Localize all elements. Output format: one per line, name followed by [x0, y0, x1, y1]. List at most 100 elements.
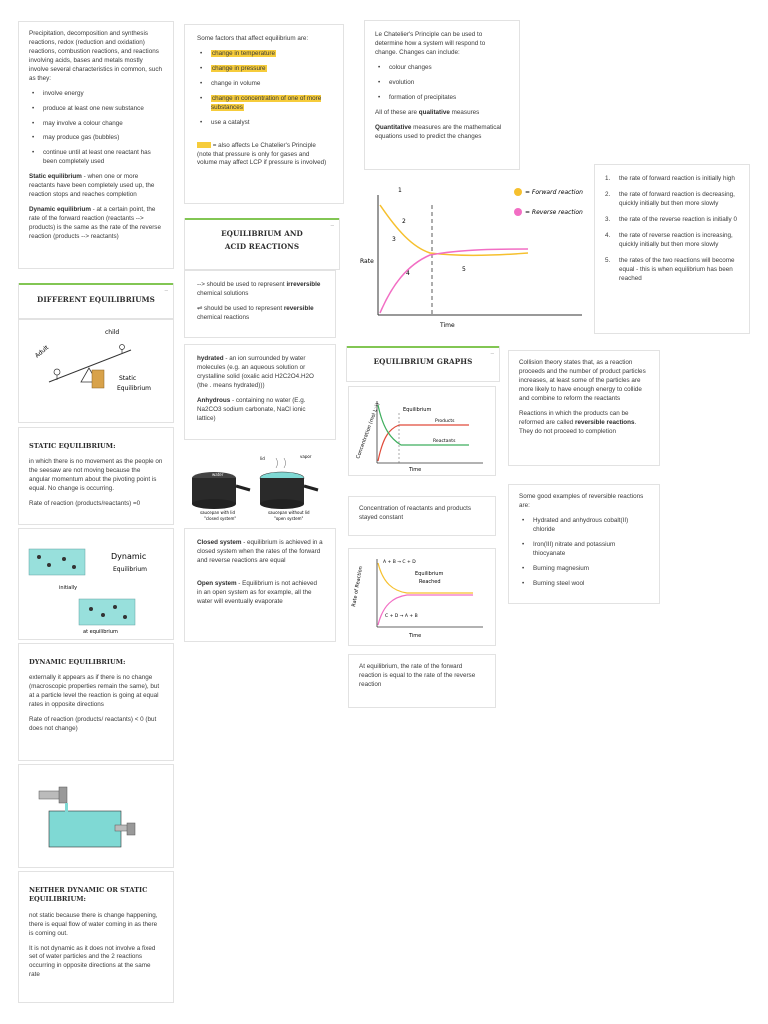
card-title: STATIC EQUILIBRIUM: [29, 442, 116, 450]
at-equilibrium-label: at equilibrium [83, 629, 118, 635]
vapour-label: vapor [300, 454, 312, 459]
list-item: 1.the rate of forward reaction is initia… [605, 175, 735, 182]
dynamic-text: externally it appears as if there is no … [29, 674, 160, 709]
examples-card: Some good examples of reversible reactio… [508, 484, 660, 604]
list-item: evolution [375, 79, 509, 88]
quantitative-note: Quantitative measures are the mathematic… [375, 123, 502, 140]
list-item: Burning steel wool [519, 580, 649, 589]
left-caption-2: "closed system" [204, 516, 236, 521]
card-title: NEITHER DYNAMIC OR STATIC EQUILIBRIUM: [29, 886, 148, 904]
static-text: in which there is no movement as the peo… [29, 458, 163, 493]
section-title-line1: EQUILIBRIUM AND [221, 229, 303, 238]
equilibrium-graphs-header: – EQUILIBRIUM GRAPHS [346, 346, 500, 382]
neither-p1: not static because there is change happe… [29, 911, 158, 937]
list-item: formation of precipitates [375, 94, 509, 103]
seesaw-sketch: Adult child Static Equilibrium [18, 319, 174, 423]
list-item: may produce gas (bubbles) [29, 134, 163, 143]
right-caption-2: "open system" [274, 516, 304, 521]
concentration-graph: Concentration (mol L⁻¹) Equilibrium Prod… [355, 401, 483, 473]
collapse-icon[interactable]: – [490, 351, 494, 357]
x-axis-label: Time [408, 633, 421, 639]
list-item: involve energy [29, 90, 163, 99]
collision-text: Collision theory states that, as a react… [519, 359, 646, 402]
saucepan-drawing: lid vapor water saucepan with lid "close… [192, 454, 319, 521]
list-item: continue until at least one reactant has… [29, 149, 163, 167]
list-item: Burning magnesium [519, 565, 649, 574]
dynamic-sketch: Dynamic Equilibrium initially at equilib… [18, 528, 174, 640]
adult-label: Adult [34, 344, 51, 360]
changes-list: colour changes evolution formation of pr… [375, 64, 509, 103]
factors-note: = also affects Le Chatelier's Principle … [197, 141, 327, 167]
static-rate: Rate of reaction (products/reactants) =0 [29, 500, 141, 508]
list-item: 5.the rates of the two reactions will be… [605, 256, 735, 282]
dynamic-rate: Rate of reaction (products/ reactants) <… [29, 716, 157, 733]
collapse-icon[interactable]: – [330, 223, 334, 229]
reached-label: Reached [419, 579, 441, 585]
list-item: produce at least one new substance [29, 105, 163, 114]
section-title-line2: ACID REACTIONS [224, 242, 300, 252]
list-item: 3.the rate of the reverse reaction is in… [605, 215, 737, 223]
rate-of-reaction-graph: Rate of Reaction A + B → C + D C + D → A… [351, 559, 483, 639]
water-label: water [212, 472, 224, 477]
factors-intro: Some factors that affect equilibrium are… [197, 35, 309, 42]
annotation-1: 1 [398, 187, 402, 194]
concentration-graph-card: Concentration (mol L⁻¹) Equilibrium Prod… [348, 386, 496, 476]
dynamic-definition: Dynamic equilibrium - at a certain point… [29, 206, 161, 240]
rate-caption: At equilibrium, the rate of the forward … [348, 654, 496, 708]
reverse-legend: = Reverse reaction [525, 209, 583, 216]
list-item: 2.the rate of forward reaction is decrea… [605, 190, 735, 207]
collision-card: Collision theory states that, as a react… [508, 350, 660, 466]
intro-text: Precipitation, decomposition and synthes… [29, 30, 162, 82]
list-item: colour changes [375, 64, 509, 73]
irreversible-note: --> should be used to represent irrevers… [197, 281, 321, 297]
open-system-definition: Open system - Equilibrium is not achieve… [197, 579, 318, 605]
annotation-2: 2 [402, 218, 406, 225]
equilibrium-label: Equilibrium [117, 385, 151, 392]
list-item: change in concentration of one of more s… [197, 94, 331, 113]
list-item: use a catalyst [197, 119, 331, 128]
reversible-note: ⇌ should be used to represent reversible… [197, 304, 314, 321]
list-item: change in volume [197, 80, 331, 89]
dynamic-equilibrium-card: DYNAMIC EQUILIBRIUM: externally it appea… [18, 643, 174, 761]
left-caption: saucepan with lid [200, 510, 236, 515]
arrows-card: --> should be used to represent irrevers… [184, 270, 336, 338]
y-axis-label: Rate [360, 258, 374, 265]
list-item: Iron(III) nitrate and potassium thiocyan… [519, 541, 649, 559]
concentration-caption: Concentration of reactants and products … [348, 496, 496, 536]
hydrated-card: hydrated - an ion surrounded by water mo… [184, 344, 336, 440]
x-axis-label: Time [439, 322, 455, 329]
static-equilibrium-card: STATIC EQUILIBRIUM: in which there is no… [18, 427, 174, 525]
section-title: EQUILIBRIUM GRAPHS [373, 357, 473, 366]
reactants-label: Reactants [433, 438, 456, 444]
reverse-equation: C + D → A + B [385, 613, 418, 619]
initially-label: initially [59, 585, 77, 591]
qualitative-note: All of these are qualitative measures [375, 108, 480, 116]
x-axis-label: Time [408, 467, 421, 473]
annotation-3: 3 [392, 236, 396, 243]
le-chatelier-card: Le Chatelier's Principle can be used to … [364, 20, 520, 170]
rate-time-graph: = Forward reaction = Reverse reaction Ra… [352, 175, 588, 335]
forward-equation: A + B → C + D [383, 559, 416, 565]
list-item: Hydrated and anhydrous cobalt(II) chlori… [519, 517, 649, 535]
equilibrium-acid-header: – EQUILIBRIUM AND ACID REACTIONS [184, 218, 340, 270]
lcp-intro: Le Chatelier's Principle can be used to … [375, 31, 486, 56]
neither-card: NEITHER DYNAMIC OR STATIC EQUILIBRIUM: n… [18, 871, 174, 1003]
dynamic-label: Dynamic [111, 552, 146, 561]
closed-system-definition: Closed system - equilibrium is achieved … [197, 539, 323, 564]
seesaw-drawing: Adult child Static Equilibrium [34, 329, 151, 392]
tap-sketch [18, 764, 174, 868]
examples-intro: Some good examples of reversible reactio… [519, 493, 644, 509]
static-label: Static [119, 375, 136, 382]
hydrated-definition: hydrated - an ion surrounded by water mo… [197, 355, 314, 389]
list-item: may involve a colour change [29, 120, 163, 129]
steps-card: 1.the rate of forward reaction is initia… [594, 164, 750, 334]
anhydrous-definition: Anhydrous - containing no water (E.g. Na… [197, 396, 306, 422]
y-axis-label: Rate of Reaction [351, 566, 364, 608]
header-accent-bar [19, 283, 173, 285]
section-title: DIFFERENT EQUILIBRIUMS [37, 295, 155, 304]
equilibrium-label: Equilibrium [415, 571, 443, 577]
saucepan-sketch: lid vapor water saucepan with lid "close… [184, 446, 340, 526]
collapse-icon[interactable]: – [164, 288, 168, 294]
card-title: DYNAMIC EQUILIBRIUM: [29, 658, 126, 666]
different-equilibriums-header: – DIFFERENT EQUILIBRIUMS [18, 283, 174, 319]
